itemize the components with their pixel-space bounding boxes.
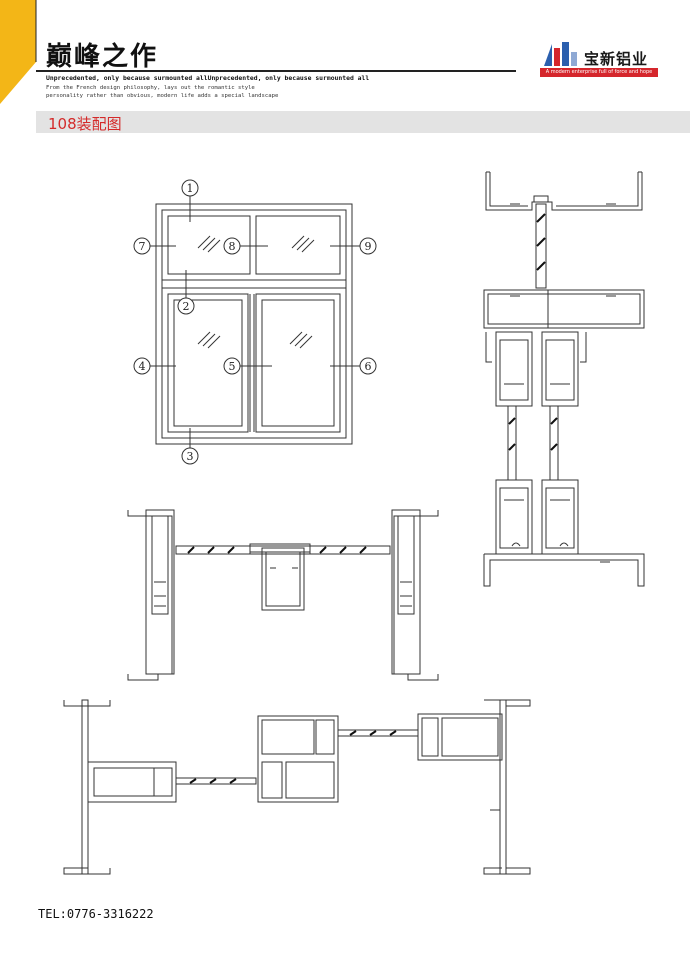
callout-2: 2 [183, 300, 190, 313]
callout-circle [223, 237, 241, 255]
callout-circle [177, 297, 195, 315]
horizontal-section-middle [127, 509, 439, 681]
subtitle-line-3: personality rather than obvious, modern … [46, 93, 279, 99]
section-title: 108装配图 [48, 115, 122, 133]
callout-circle [133, 237, 151, 255]
callout-circle [133, 357, 151, 375]
callout-5: 5 [229, 360, 236, 373]
building-logo-icon [544, 42, 577, 66]
header-rule [36, 70, 516, 72]
callout-4: 4 [139, 360, 146, 373]
callout-circle [359, 237, 377, 255]
window-elevation [150, 196, 360, 448]
brand-tagline: A modern enterprise full of force and ho… [540, 68, 658, 77]
callout-circle [223, 357, 241, 375]
corner-accent [0, 0, 37, 104]
callout-circle [359, 357, 377, 375]
callout-7: 7 [139, 240, 146, 253]
page-title: 巅峰之作 [46, 42, 159, 72]
callout-1: 1 [187, 182, 194, 195]
callout-circle [181, 447, 199, 465]
subtitle-line-1: Unprecedented, only because surmounted a… [46, 74, 370, 82]
callout-3: 3 [187, 450, 194, 463]
callout-6: 6 [365, 360, 372, 373]
section-bar [36, 111, 690, 133]
callout-9: 9 [365, 240, 372, 253]
horizontal-section-bottom [63, 699, 531, 875]
callout-circle [181, 179, 199, 197]
contact-tel: TEL:0776-3316222 [38, 907, 154, 921]
subtitle-line-2: From the French design philosophy, lays … [46, 85, 255, 91]
callout-8: 8 [229, 240, 236, 253]
vertical-section [483, 171, 645, 587]
brand-name: 宝新铝业 [584, 50, 649, 68]
